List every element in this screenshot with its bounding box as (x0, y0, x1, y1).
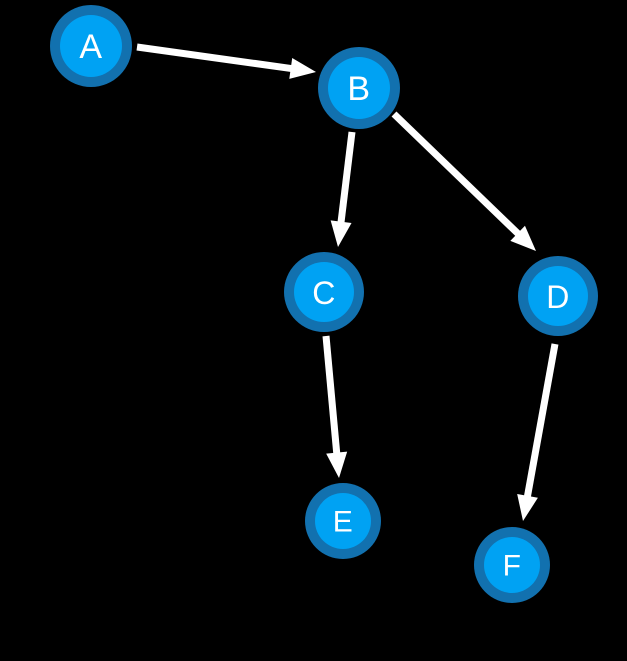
node-c[interactable]: C (284, 252, 364, 332)
edge-shaft (337, 131, 356, 223)
node-f[interactable]: F (474, 527, 550, 603)
edge-b-to-d (391, 111, 536, 251)
arrowhead-icon (330, 220, 352, 247)
node-fill (328, 57, 390, 119)
arrowhead-icon (289, 58, 316, 79)
edge-c-to-e (322, 335, 348, 478)
arrowhead-icon (326, 451, 348, 478)
edge-a-to-b (136, 43, 316, 79)
arrowhead-icon (517, 494, 538, 521)
node-fill (315, 493, 371, 549)
edge-shaft (523, 343, 559, 498)
edge-shaft (391, 111, 521, 237)
edge-shaft (322, 335, 341, 454)
edge-d-to-f (517, 343, 559, 521)
edge-b-to-c (330, 131, 356, 247)
node-fill (294, 262, 354, 322)
node-e[interactable]: E (305, 483, 381, 559)
node-fill (528, 266, 588, 326)
node-fill (484, 537, 540, 593)
node-b[interactable]: B (318, 47, 400, 129)
node-fill (60, 15, 122, 77)
edges-layer (136, 43, 559, 521)
node-a[interactable]: A (50, 5, 132, 87)
edge-shaft (136, 43, 293, 73)
arrowhead-icon (510, 225, 536, 251)
node-d[interactable]: D (518, 256, 598, 336)
